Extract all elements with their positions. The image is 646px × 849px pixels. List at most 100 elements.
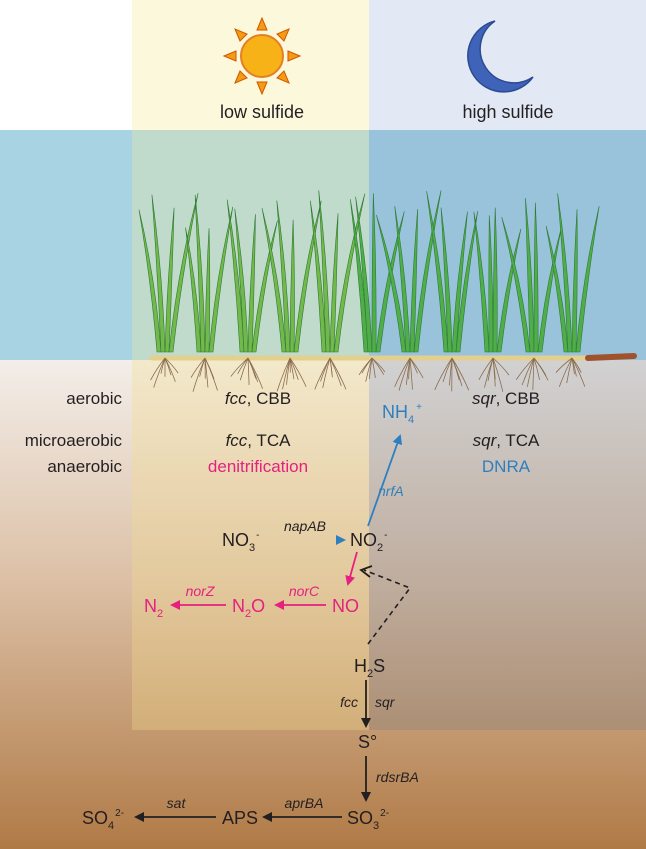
seagrass-blade (185, 227, 202, 353)
seagrass-root (571, 357, 586, 387)
seagrass-blade (375, 211, 405, 353)
seagrass-root (368, 357, 373, 380)
seagrass-root (371, 357, 386, 373)
zone-anaerobic: anaerobic (47, 457, 122, 476)
seagrass-blade (496, 228, 522, 353)
seagrass-blade (575, 206, 600, 353)
seagrass-blade (247, 214, 256, 353)
seagrass-blade (138, 209, 162, 353)
seagrass-blade (276, 200, 291, 353)
gene-rdsrBA: rdsrBA (376, 769, 419, 785)
seagrass-root (239, 357, 249, 381)
seagrass-blade (151, 194, 166, 353)
header-low-sulfide: low sulfide (220, 102, 304, 122)
seagrass-shoot (349, 193, 405, 353)
seagrass-blade (310, 200, 327, 353)
seagrass-shoot (310, 190, 366, 353)
seagrass-blade (501, 216, 531, 353)
seagrass-root (371, 357, 376, 378)
seagrass-root (329, 357, 347, 390)
gene-fcc: fcc (340, 694, 358, 710)
seagrass-shoot (261, 200, 322, 353)
seagrass-root (394, 357, 411, 387)
seagrass-root (442, 357, 453, 383)
napAB-arrowhead (336, 535, 346, 545)
sulfide-inhibition-line (363, 569, 412, 645)
seagrass-blade (413, 190, 442, 353)
ammonium: NH4+ (382, 402, 422, 426)
seagrass-shoot (545, 193, 600, 353)
sulfate: SO42- (82, 808, 124, 832)
seagrass-root (237, 357, 249, 374)
dnra-label: DNRA (482, 457, 531, 476)
seagrass-blade (533, 202, 539, 353)
seagrass-blade (204, 228, 211, 353)
seagrass-blade (168, 193, 199, 353)
seagrass-root (204, 357, 209, 388)
gene-sqr: sqr (375, 694, 396, 710)
seagrass-root (247, 357, 264, 389)
seagrass-root (199, 357, 206, 377)
seagrass-blade (226, 199, 245, 353)
seagrass-shoot (138, 193, 199, 353)
seagrass-root (361, 357, 373, 374)
seagrass-root (204, 357, 218, 391)
seagrass-root (286, 357, 291, 385)
root-system (150, 357, 586, 392)
seagrass-root (276, 357, 291, 392)
nitrite: NO2- (350, 530, 387, 554)
seagrass-blade (451, 211, 468, 353)
nitric-oxide: NO (332, 596, 359, 616)
low-microaerobic-metabolism: fcc, TCA (226, 431, 292, 450)
seagrass-root (329, 357, 333, 376)
seagrass-shoot (376, 190, 442, 353)
seagrass-blade (409, 209, 418, 353)
seagrass-root (190, 357, 206, 378)
seagrass-root (487, 357, 494, 381)
seagrass-blade (208, 206, 234, 353)
seagrass-root (398, 357, 411, 391)
seagrass-blade (440, 207, 453, 353)
seagrass-root (533, 357, 540, 380)
seagrass-blade (333, 193, 366, 353)
seagrass-blade (371, 193, 377, 353)
seagrass-blade (557, 193, 573, 353)
seagrass-root (409, 357, 413, 390)
high-sulfide-header-panel (369, 0, 646, 130)
seagrass-blade (293, 200, 322, 353)
high-microaerobic-metabolism: sqr, TCA (473, 431, 540, 450)
seagrass-root (289, 357, 307, 387)
gene-norZ: norZ (186, 583, 215, 599)
seagrass-root (492, 357, 510, 376)
crescent-moon-icon (467, 20, 534, 93)
hydrogen-sulfide: H2S (354, 656, 385, 680)
seagrass-blade (251, 220, 278, 353)
seagrass-root (492, 357, 504, 392)
seagrass-shoot (426, 191, 479, 353)
seagrass-root (527, 357, 535, 387)
elemental-sulfur: S° (358, 732, 377, 752)
seagrass-blade (289, 219, 295, 353)
seagrass-root (247, 357, 250, 385)
seagrass-blade (164, 207, 175, 353)
seagrass-blade (394, 206, 411, 353)
seagrass-root (521, 357, 535, 386)
gene-norC: norC (289, 583, 320, 599)
gene-aprBA: aprBA (285, 795, 324, 811)
seagrass-blade (329, 213, 339, 353)
seagrass-root (434, 357, 453, 391)
seagrass-root (164, 357, 179, 374)
seagrass-blade (426, 191, 449, 353)
adenosine-phosphosulfate: APS (222, 808, 258, 828)
seagrass-root (478, 357, 494, 381)
sun-icon (222, 16, 302, 96)
seagrass-root (409, 357, 424, 379)
seagrass-blade (234, 208, 249, 353)
seagrass-shoot (473, 207, 522, 353)
seagrass-blade (473, 211, 490, 353)
seagrass-root (566, 357, 573, 384)
header-high-sulfide: high sulfide (462, 102, 553, 122)
gene-sat: sat (167, 795, 187, 811)
